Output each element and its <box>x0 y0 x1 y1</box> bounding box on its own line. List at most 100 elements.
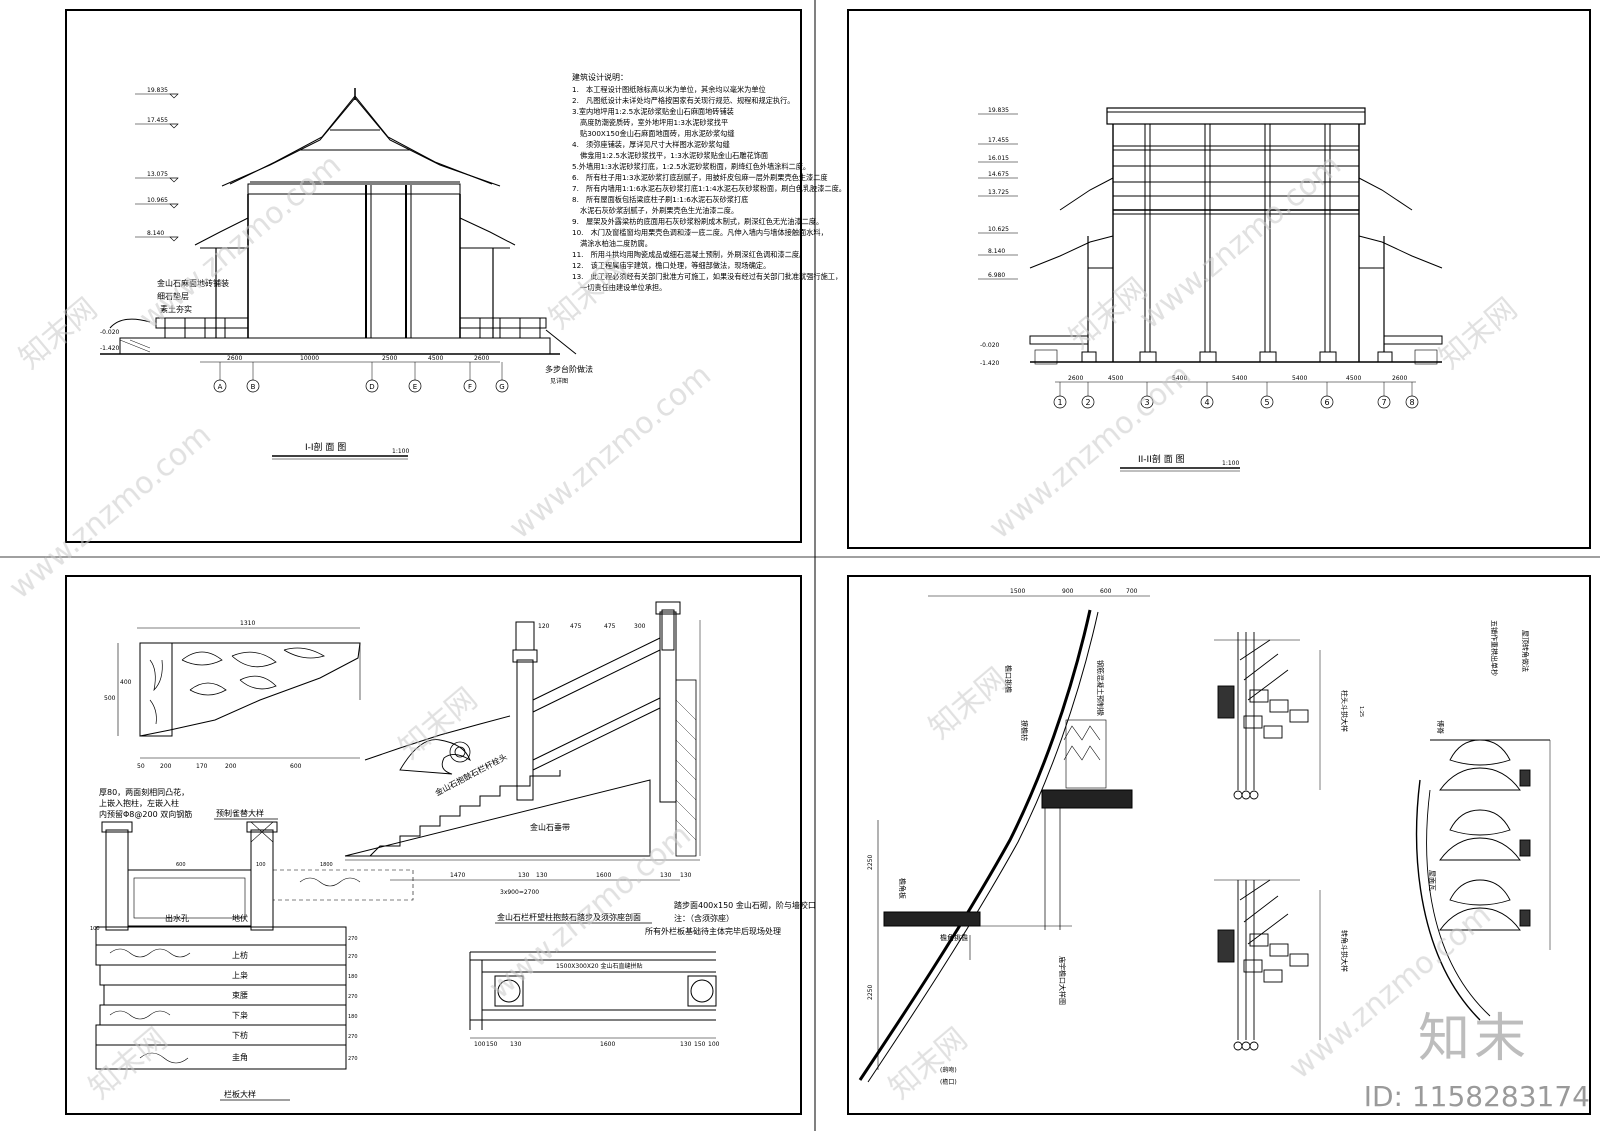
dim-label: 150 <box>694 1041 706 1048</box>
bracket-note: 内预留Φ8@200 双向钢筋 <box>99 809 192 819</box>
elevation-label: -0.020 <box>100 329 120 336</box>
image-id-label: ID: 1158283174 <box>1363 1080 1590 1113</box>
watermark-text: 知末网 <box>923 661 1014 746</box>
dim-label: 600 <box>176 862 186 868</box>
sheet-4-frame <box>847 575 1591 1115</box>
dim-label: 120 <box>538 623 550 630</box>
layer-value: 圭角 <box>232 1052 248 1062</box>
axis-label: 5 <box>1264 398 1269 407</box>
watermark-text: 知末网 <box>13 291 104 376</box>
note-line: 8. 所有屋面板包括梁底柱子刷1:1:6水泥石灰砂浆打底 <box>572 195 748 204</box>
drawing-scale: 1:100 <box>1222 460 1239 467</box>
sheet-1-floor-labels: 金山石麻面地砖铺装 细石垫层 素土夯实 多步台阶做法 见详图 <box>157 278 593 385</box>
elevation-label: 6.980 <box>988 272 1005 279</box>
axis-label: 6 <box>1324 398 1329 407</box>
bracket-dimensions: 1310 50 200 170 200 600 500 400 <box>104 620 302 770</box>
sheet-3-frame <box>65 575 802 1115</box>
dim-label: 1310 <box>240 620 255 627</box>
note-line: 13. 此工程必须经有关部门批准方可施工，如果没有经过有关部门批准就强行施工， <box>572 272 842 281</box>
drawing-title: 转角斗拱大样 <box>1340 930 1349 972</box>
elevation-label: 19.835 <box>147 87 168 94</box>
dim-label: 700 <box>1126 588 1138 595</box>
floor-finish-label: 金山石麻面地砖铺装 <box>157 278 229 288</box>
note-line: 2. 凡图纸设计未详处均严格按国家有关现行规范、规程和规定执行。 <box>572 96 795 105</box>
axis-label: 8 <box>1409 398 1414 407</box>
watermark-text: 知末网 <box>883 1021 974 1106</box>
dim-label: 100 <box>256 862 266 868</box>
dim-label: 100 <box>708 1041 720 1048</box>
sheet-1-frame <box>65 9 802 543</box>
paving-labels: 1500X300X20 金山石直缝拼贴 100 150 130 1600 130… <box>474 962 720 1048</box>
dim-label: 130 <box>518 872 530 879</box>
elevation-label: -1.420 <box>980 360 1000 367</box>
dim-label: 600 <box>1100 588 1112 595</box>
eave-label: 钢筋混凝土预制椽 <box>1096 660 1105 716</box>
sheet-2-frame <box>847 9 1591 549</box>
dim-label: 475 <box>604 623 616 630</box>
elevation-label: 13.075 <box>147 171 168 178</box>
dim-label: 475 <box>570 623 582 630</box>
sheet-1-title-block: I-I剖 面 图 1:100 <box>272 441 409 460</box>
dim-label: 500 <box>104 695 116 702</box>
eave-bottom-label: (鸱吻) <box>940 1066 957 1074</box>
dim-label: 400 <box>120 679 132 686</box>
floor-base-label: 素土夯实 <box>160 304 192 314</box>
stair-dimensions: 120 475 475 300 1470 130 130 1600 130 13… <box>450 623 692 896</box>
watermark-text: www.znzmo.com <box>3 418 218 607</box>
drawing-title: 屋顶转角做法 <box>1521 630 1530 672</box>
dim-label: 3x900=2700 <box>500 889 539 896</box>
axis-label: 3 <box>1144 398 1149 407</box>
layer-height: 270 <box>348 1056 358 1062</box>
eave-bottom-label: (檐口) <box>940 1078 957 1086</box>
floor-layer-label: 细石垫层 <box>157 291 189 301</box>
notes-title: 建筑设计说明： <box>572 72 628 82</box>
watermark-text: www.znzmo.com <box>503 358 718 547</box>
sheet-2-title-block: II-II剖 面 图 1:100 <box>1120 453 1240 472</box>
drawing-scale: 1:25 <box>1358 706 1364 717</box>
drawing-title: 庙宇檐口大样图 <box>1058 956 1067 1005</box>
elevation-label: 16.015 <box>988 155 1009 162</box>
layer-value: 地伏 <box>232 913 248 923</box>
note-line: 一切责任由建设单位承担。 <box>580 283 666 292</box>
steps-sub-label: 见详图 <box>550 377 568 385</box>
axis-label: 4 <box>1204 398 1209 407</box>
eave-dimensions: 1500 900 600 700 2250 2250 <box>867 588 1138 1000</box>
elevation-label: 19.835 <box>988 107 1009 114</box>
watermark-layer: www.znzmo.com 知末网 知末网 www.znzmo.com www.… <box>3 148 1524 1107</box>
sheet-3-details: 1310 50 200 170 200 600 500 400 厚80，两面刻相… <box>65 575 816 1115</box>
dim-label: 1600 <box>600 1041 615 1048</box>
dim-label: 100 <box>90 926 100 932</box>
sheet-4-eave-details: 1500 900 600 700 2250 2250 檐口挑檐 撩檐枋 钢筋混凝… <box>847 575 1591 1115</box>
dim-label: 200 <box>160 763 172 770</box>
bracket-note: 上嵌入抱柱，左嵌入柱 <box>99 798 179 808</box>
note-line: 11. 所用斗拱均用陶瓷成品或细石混凝土预制，外刷深红色调和漆二度。 <box>572 250 806 259</box>
dim-label: 150 <box>486 1041 498 1048</box>
sheet-1-elevation-markers: 19.835 17.455 13.075 10.965 8.140 -0.020… <box>100 87 179 352</box>
dim-label: 130 <box>660 872 672 879</box>
dim-label: 2500 <box>382 355 397 362</box>
sheet-2-elevation-markers: 19.835 17.455 16.015 14.675 13.725 10.62… <box>978 107 1018 367</box>
layer-height: 270 <box>348 994 358 1000</box>
base-layers-table: 出水孔 地伏 上枋 上枭 束腰 下枭 下枋 圭角 270 270 180 270… <box>95 913 358 1101</box>
dim-label: 2600 <box>1392 375 1407 382</box>
dim-label: 2250 <box>867 985 874 1000</box>
axis-label: 7 <box>1381 398 1386 407</box>
elevation-label: 10.965 <box>147 197 168 204</box>
rail-title: 栏板大样 <box>224 1089 256 1099</box>
dim-label: 50 <box>137 763 145 770</box>
dim-label: 10000 <box>300 355 319 362</box>
layer-height: 180 <box>348 1014 358 1020</box>
bracket-note: 厚80，两面刻相同凸花， <box>99 787 189 797</box>
eave-label: 檐角挑檐 <box>940 933 968 942</box>
elevation-label: 14.675 <box>988 171 1009 178</box>
axis-label: F <box>468 383 472 391</box>
layer-height: 270 <box>348 936 358 942</box>
note-line: 佛龛用1:2.5水泥砂浆找平，1:3水泥砂浆贴金山石雕花饰面 <box>580 151 768 160</box>
dim-label: 130 <box>536 872 548 879</box>
elevation-label: -1.420 <box>100 345 120 352</box>
stair-title: 金山石栏杆望柱抱鼓石踏步及须弥座剖面 <box>497 912 641 922</box>
steps-label: 多步台阶做法 <box>545 364 593 374</box>
layer-height: 180 <box>348 974 358 980</box>
sheet-2-section-ii: 19.835 17.455 16.015 14.675 13.725 10.62… <box>847 9 1591 549</box>
